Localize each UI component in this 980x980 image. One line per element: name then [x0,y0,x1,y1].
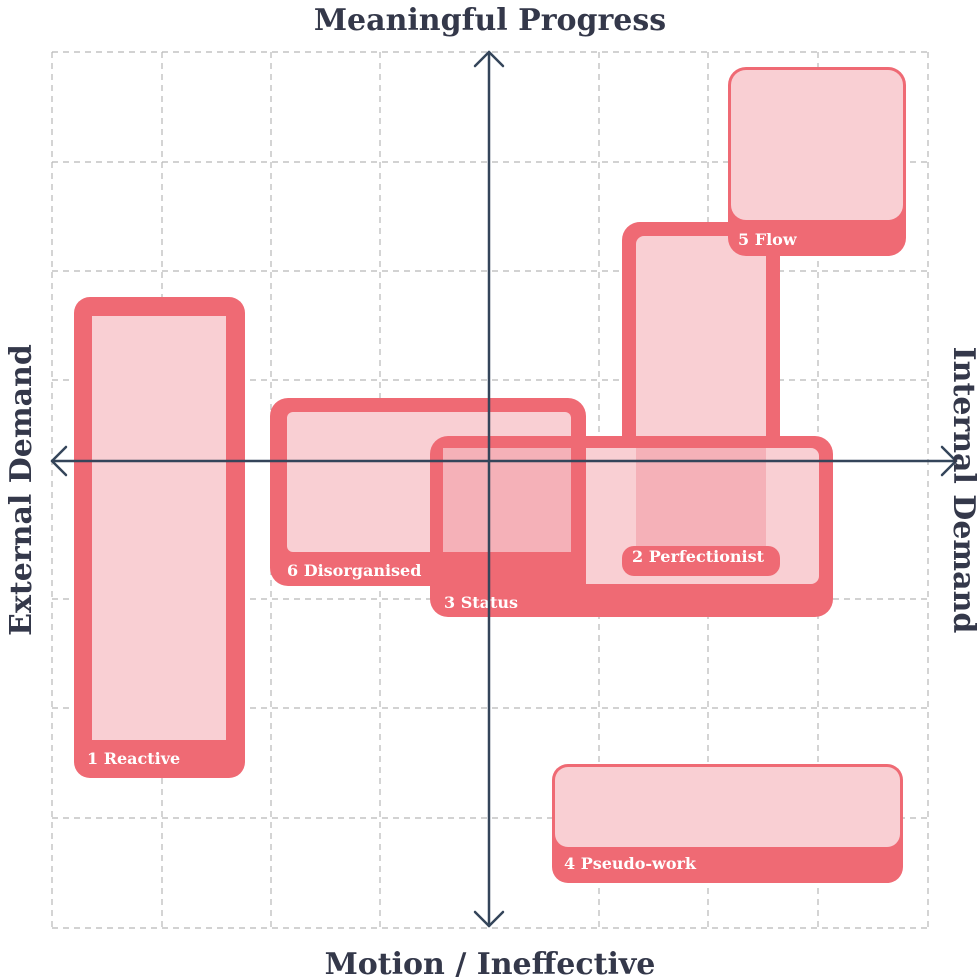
overlap-borders [430,436,780,586]
box-status-label: 3 Status [444,593,518,612]
axis-top-title: Meaningful Progress [314,3,666,38]
box-reactive-label: 1 Reactive [87,749,180,768]
axis-left-title: External Demand [4,344,39,636]
box-disorganised-label: 6 Disorganised [287,561,421,580]
arrow-up-icon [473,50,505,68]
box-reactive: 1 Reactive [74,297,245,778]
arrow-down-icon [473,910,505,928]
box-flow: 5 Flow [728,67,906,256]
arrow-right-icon [940,445,958,477]
box-pseudo-work: 4 Pseudo-work [552,764,903,883]
overlap-regions [443,448,766,552]
box-flow-label: 5 Flow [738,230,798,249]
arrow-left-icon [50,445,68,477]
box-perfectionist-label: 2 Perfectionist [632,547,765,566]
axes [50,50,958,928]
axis-right-title: Internal Demand [946,347,980,634]
axis-bottom-title: Motion / Ineffective [325,947,656,980]
box-pseudo-work-label: 4 Pseudo-work [564,854,697,873]
